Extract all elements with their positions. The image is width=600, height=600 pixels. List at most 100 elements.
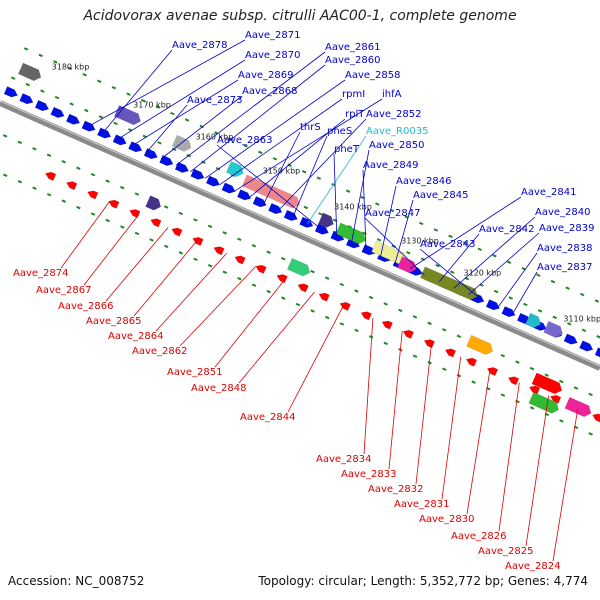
track-dot [506, 260, 512, 264]
track-dot [69, 102, 74, 106]
track-dot [462, 241, 468, 245]
forward-gene-arrow [112, 134, 127, 146]
forward-gene-arrow [143, 148, 158, 160]
forward-label-leader [364, 217, 425, 276]
forward-label-leader [512, 271, 538, 315]
forward-gene-arrow [97, 127, 112, 139]
forward-label-leader [219, 98, 343, 186]
track-dot [53, 60, 58, 64]
forward-gene-arrow [361, 244, 376, 256]
forward-gene-label: ihfA [382, 89, 402, 100]
scale-tick-label: 3120 kbp [464, 268, 502, 277]
forward-gene-label: Aave_2860 [325, 55, 381, 66]
track-dot [508, 296, 514, 300]
feature-block [114, 105, 141, 126]
reverse-gene-label: Aave_2834 [316, 454, 372, 465]
track-dot [243, 144, 248, 148]
reverse-gene-label: Aave_2848 [191, 383, 247, 394]
forward-gene-arrow [236, 189, 252, 201]
forward-gene-arrow [50, 106, 65, 118]
track-dot [324, 276, 330, 280]
track-dot [251, 244, 257, 248]
scale-tick-label: 3160 kbp [196, 133, 234, 142]
track-dot [376, 238, 382, 242]
forward-gene-label: Aave_2837 [537, 262, 593, 273]
track-dot [588, 392, 593, 397]
feature-block [17, 62, 42, 82]
track-dot [398, 308, 403, 313]
track-dot [237, 237, 242, 242]
reverse-label-leader [415, 343, 432, 485]
track-dot [170, 111, 175, 116]
track-dot [251, 283, 257, 287]
track-dot [2, 134, 8, 138]
reverse-gene-label: Aave_2862 [132, 346, 188, 357]
track-dot [178, 211, 184, 216]
reverse-gene-label: Aave_2830 [419, 514, 475, 525]
track-dot [105, 179, 110, 183]
track-dot [287, 163, 292, 168]
scale-tick-label: 3110 kbp [563, 315, 600, 324]
reverse-label-leader [155, 253, 227, 332]
reverse-gene-arrow [360, 311, 372, 321]
forward-gene-label: thrS [300, 122, 321, 133]
track-dot [339, 322, 345, 326]
forward-gene-label: Aave_2846 [396, 176, 452, 187]
track-dot [515, 399, 520, 404]
track-dot [442, 367, 447, 371]
track-dot [412, 315, 418, 319]
feature-block [531, 372, 563, 395]
track-dot [347, 225, 353, 229]
track-dot [54, 95, 60, 100]
track-dot [339, 282, 345, 287]
track-dot [17, 180, 23, 184]
forward-label-leader [438, 233, 480, 282]
track-dot [500, 353, 506, 358]
track-dot [207, 224, 213, 229]
forward-label-leader [234, 98, 383, 192]
reverse-label-leader [214, 278, 286, 368]
track-dot [552, 315, 557, 320]
scale-tick-label: 3180 kbp [52, 62, 90, 71]
forward-label-leader [117, 59, 246, 140]
reverse-gene-label: Aave_2831 [394, 499, 450, 510]
forward-gene-label: Aave_2842 [479, 224, 535, 235]
track-dot [193, 257, 198, 262]
forward-label-leader [263, 131, 301, 205]
forward-label-leader [409, 196, 522, 270]
forward-label-leader [453, 216, 536, 289]
reverse-gene-arrow [255, 264, 267, 274]
track-dot [164, 244, 169, 249]
track-dot [272, 157, 278, 161]
track-dot [310, 269, 315, 274]
track-dot [120, 225, 125, 229]
feature-block [543, 320, 563, 338]
track-dot [32, 186, 37, 190]
feature-block [225, 161, 244, 178]
forward-gene-label: Aave_2847 [365, 208, 421, 219]
feature-block [466, 334, 494, 355]
track-dot [456, 373, 462, 378]
reverse-gene-arrow [465, 357, 478, 367]
track-dot [544, 373, 549, 377]
forward-gene-label: pheT [334, 144, 360, 155]
reverse-gene-label: Aave_2826 [451, 531, 507, 542]
reverse-gene-arrow [234, 255, 246, 265]
track-dot [40, 89, 45, 93]
feature-block [419, 266, 478, 301]
scale-tick-label: 3170 kbp [133, 101, 171, 110]
track-dot [97, 79, 102, 83]
forward-gene-arrow [563, 333, 578, 345]
track-dot [46, 192, 52, 197]
track-dot [134, 192, 140, 196]
forward-label-leader [380, 185, 397, 256]
track-dot [588, 432, 593, 436]
feature-block [525, 312, 541, 329]
reverse-gene-label: Aave_2844 [240, 412, 296, 423]
forward-label-leader [190, 64, 326, 173]
forward-label-leader [146, 104, 188, 153]
track-dot [222, 270, 228, 274]
reverse-gene-label: Aave_2874 [13, 268, 69, 279]
reverse-gene-label: Aave_2864 [108, 331, 164, 342]
track-dot [237, 276, 242, 281]
